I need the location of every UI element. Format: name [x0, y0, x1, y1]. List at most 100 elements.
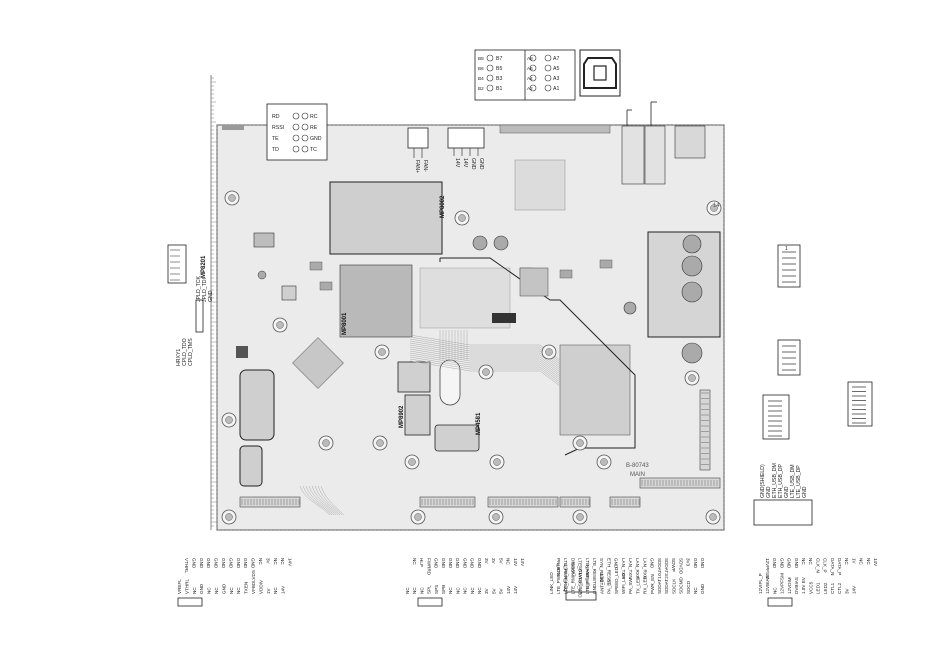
pin-label: GND	[766, 486, 772, 498]
pin-label: GND	[650, 558, 655, 569]
label-mp8201: MP8201	[201, 255, 207, 278]
pin-label: GND	[221, 583, 226, 594]
pin-label: 14V	[281, 585, 286, 594]
pin-label: LED1	[816, 582, 821, 594]
pin-label: NC	[258, 558, 263, 565]
pin-label: 12VPFSM	[765, 558, 770, 579]
pcb-trace	[409, 360, 561, 387]
pin-label: PA_SW	[628, 578, 633, 594]
pin-label: LTE_RM_WKIN	[571, 562, 576, 594]
pin-label: NC	[412, 587, 417, 594]
pin-label: FWRRD	[426, 558, 431, 576]
label-board-id: B-80743	[626, 463, 649, 469]
pin-label: GND	[700, 583, 705, 594]
pcb-trace	[409, 356, 561, 383]
pin-label: RE	[310, 125, 318, 131]
pin-label: GND	[772, 558, 777, 569]
right-connector-2	[777, 339, 801, 376]
usb-port-icon	[579, 49, 621, 97]
pin-label: SDDAT3	[664, 558, 669, 576]
pin-label: NC	[419, 587, 424, 594]
mounting-hole-inner	[322, 439, 330, 447]
pin-label: LTE_ANT_LED	[585, 558, 590, 590]
pin	[544, 64, 552, 72]
pin-label: 3V	[265, 558, 270, 565]
pin	[529, 74, 537, 82]
pin-label: NC	[448, 587, 453, 594]
pin	[292, 134, 300, 142]
pin-label: LAN_TXP	[621, 558, 626, 578]
mounting-hole-inner	[545, 348, 553, 356]
ic-chip	[519, 267, 549, 297]
pin-label: A4	[527, 76, 533, 81]
pin-label: RC	[310, 114, 318, 120]
pin-label: SDCMD	[679, 576, 684, 594]
pin-label: NC	[280, 558, 285, 565]
label-pin1: 1	[785, 246, 788, 252]
pin-label: B7	[496, 56, 502, 62]
mounting-hole-inner	[225, 513, 233, 521]
pin-label: CPLD_TDO	[182, 338, 188, 366]
board-edge-connector	[559, 496, 591, 508]
pin	[486, 84, 494, 92]
pin	[486, 54, 494, 62]
pin-label: 1V	[851, 558, 856, 565]
pin-label: GND	[199, 558, 204, 569]
mounting-hole-inner	[576, 439, 584, 447]
pin-label: TE	[272, 136, 279, 142]
pin-label: LTE_USB_DP	[796, 465, 802, 498]
mounting-hole-inner	[688, 374, 696, 382]
pin-label: SDWP	[671, 558, 676, 572]
small-component	[599, 259, 613, 269]
pin-label: GND	[614, 558, 619, 569]
pin-label: TX_LED	[635, 576, 640, 594]
pin-label: B6	[478, 66, 484, 71]
pin-label: 14V	[873, 558, 878, 567]
pin	[529, 64, 537, 72]
pin-label: NC	[866, 558, 871, 565]
pin-label: GND	[441, 558, 446, 569]
pin-label: TXEN	[244, 582, 249, 594]
main-board: MP8002 MP8001 MP8201 MP8902 MP4581 B-807…	[201, 75, 725, 531]
pin-label: A8	[527, 56, 533, 61]
pin-label: 14V	[454, 158, 460, 168]
pin-label: 5V	[498, 558, 503, 565]
pin-label: VDDIV	[258, 579, 263, 594]
pin-label: NC	[229, 587, 234, 594]
pin-label: NC	[801, 558, 806, 565]
pin-label: SDVDD	[678, 558, 683, 575]
pin	[301, 134, 309, 142]
pin-label: PWR_EN	[650, 574, 655, 594]
pin-label: A6	[527, 66, 533, 71]
mounting-hole-inner	[225, 416, 233, 424]
pin-label: A7	[553, 56, 559, 62]
pin-label: GND	[221, 558, 226, 569]
mounting-hole-inner	[493, 458, 501, 466]
mounting-hole-inner	[482, 368, 490, 376]
pin-label: VFBDLVDS	[251, 570, 256, 594]
pin-label: LTE_USB_DM	[790, 464, 796, 498]
pin-label: HRXY1	[176, 349, 182, 366]
pin-label: NC	[506, 558, 511, 565]
pin-label: CLK_N	[815, 558, 820, 573]
pin-label: NC	[273, 587, 278, 594]
pin-label: GND	[228, 558, 233, 569]
pin-label: 1.8V EV	[801, 576, 806, 594]
pin-label: SYN_RESET	[599, 558, 604, 586]
pin	[486, 64, 494, 72]
pin	[292, 145, 300, 153]
pin-label: 12VBIAS	[765, 575, 770, 594]
label-mp4581: MP4581	[476, 412, 482, 435]
pin-label: B8	[478, 56, 484, 61]
pin-label: RD	[272, 114, 280, 120]
pin-label: RX_LED	[643, 575, 648, 594]
mounting-hole-inner	[414, 513, 422, 521]
mounting-hole-inner	[458, 214, 466, 222]
pin-label: VREFL	[177, 579, 182, 594]
pin	[544, 54, 552, 62]
pin-label: 14V	[288, 558, 293, 567]
pin-label: NC	[772, 587, 777, 594]
pin-label: GND	[206, 558, 211, 569]
